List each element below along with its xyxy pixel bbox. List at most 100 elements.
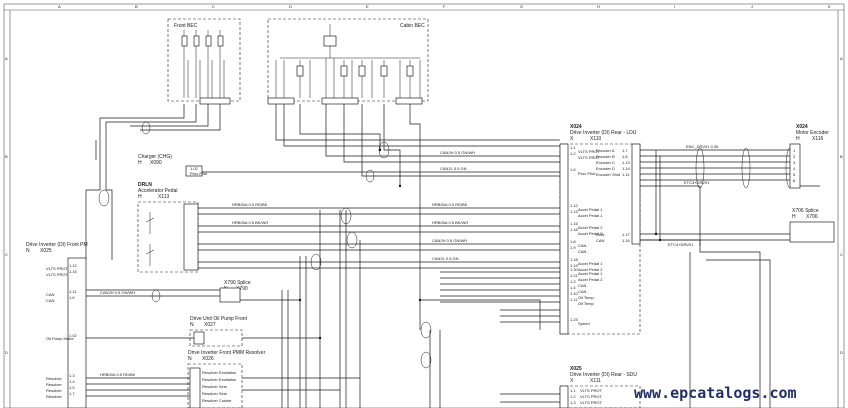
accel-conn: X113 <box>158 194 170 200</box>
resolver-front-conn: X026 <box>202 356 214 362</box>
di-front-pin-name: Resolver <box>46 382 62 387</box>
wire-label-can-h-top: CAN2H 0.5 GN/WH <box>440 150 475 155</box>
fuse-connectors <box>199 97 423 105</box>
ldu-pin-name: Prox Pilot <box>578 171 596 176</box>
encoder-pin-num: 2 <box>793 154 796 159</box>
ldu-pin-num: 1.18 <box>570 257 579 262</box>
column-label: D <box>289 4 292 9</box>
sdu-id: X <box>570 378 574 384</box>
ldu-id: X <box>570 136 574 142</box>
ldu-right-pin-num: 1.11 <box>622 172 630 177</box>
oil-pump-front: Drive Unit Oil Pump Front N X027 <box>189 316 248 347</box>
ldu-pin-name: Accel Pedal 2 <box>578 231 603 236</box>
resolver-pin-name: Resolver Excitation <box>202 370 236 375</box>
resolver-front: Drive Inverter Front PMM Resolver N X026… <box>187 350 266 408</box>
wire-label-encoder: ENC_DRV01 0.35 <box>686 144 719 149</box>
harness-wires <box>85 104 820 408</box>
ldu-pin-num: 1.10 <box>570 291 579 296</box>
ldu-right-pin-name: Encoder C <box>596 160 615 165</box>
ldu-pin-num: 1.20 <box>570 267 579 272</box>
column-label: I <box>674 4 675 9</box>
resolver-pin-name: Resolver Cosine <box>202 398 232 403</box>
ldu-right-pin-num: 1.16 <box>622 238 631 243</box>
resolver-pin-name: Resolver Sine <box>202 384 228 389</box>
di-front-conn: X025 <box>40 248 52 254</box>
column-label: H <box>597 4 600 9</box>
ldu-pin-name: CAN <box>578 283 587 288</box>
ldu-code: X024 <box>570 124 582 130</box>
row-label: A <box>5 56 8 61</box>
charger-title: Charger (CHG) <box>138 154 172 160</box>
wire-labels: HRB00A 0.5 RD/BK HRB05A 0.5 BK/WH HRB00A… <box>100 144 719 377</box>
ldu-right-pin-num: 1.17 <box>622 232 631 237</box>
ldu-pin-name: Accel Pedal 1 <box>578 261 603 266</box>
ldu-right-pin-name: Encoder A <box>596 148 615 153</box>
ldu-pin-name: Accel Pedal 1 <box>578 207 603 212</box>
di-front-pin-name: Resolver <box>46 394 62 399</box>
row-label: D <box>5 350 8 355</box>
ldu-title: Drive Inverter (DI) Rear - LDU <box>570 130 637 136</box>
wire-label-splice-a: ETC3+DRV01 <box>684 180 710 185</box>
accel-id: H <box>138 194 142 200</box>
ldu-right-pin-num: 1.8 <box>622 154 628 159</box>
ldu-right-pin-name: Encoder D <box>596 166 615 171</box>
ldu-right-pin-name: Encoder Shld <box>596 172 620 177</box>
ldu-pin-name: Accel Pedal 1 <box>578 213 603 218</box>
drive-inverter-rear-sdu: X025 Drive Inverter (DI) Rear - SDU X X1… <box>559 366 641 408</box>
ldu-pin-num: 1.8 <box>570 239 576 244</box>
ldu-right-pin-num: 1.13 <box>622 160 631 165</box>
accel-code: DRLN <box>138 182 152 188</box>
watermark: www.epcatalogs.com <box>634 384 797 402</box>
ldu-pin-num: 1.21 <box>570 273 579 278</box>
di-front-block <box>67 257 87 408</box>
di-front-pin-num: 1.5 <box>69 385 75 390</box>
encoder-title: Motor Encoder <box>796 130 829 136</box>
ldu-pin-num: 1.16 <box>570 227 579 232</box>
ldu-pin-num: 1.11 <box>570 297 578 302</box>
sdu-pin-num: 1.1 <box>570 388 576 393</box>
sdu-code: X025 <box>570 366 582 372</box>
encoder-pin-num: 1 <box>793 148 796 153</box>
drive-inverter-rear-ldu: X024 Drive Inverter (DI) Rear - LDU X X1… <box>559 124 641 335</box>
ldu-pin-num: 1.19 <box>570 263 579 268</box>
ldu-pin-num: 1.12 <box>570 203 579 208</box>
di-front-pin-num: 1.7 <box>69 391 75 396</box>
ldu-pin-name: VLTS PROT <box>578 155 600 160</box>
ldu-pin-name: Speed <box>578 321 590 326</box>
ldu-right-pin-num: 1.14 <box>622 166 631 171</box>
column-label: K <box>828 4 831 9</box>
ldu-right-strip <box>631 143 641 245</box>
di-front-pin-name: CAN <box>46 292 55 297</box>
wire-label-accel-1b: HRB00A 0.5 RD/BK <box>432 202 468 207</box>
ldu-pin-num: 1.2 <box>570 151 576 156</box>
splice-rear-title: X706 Splice <box>792 208 819 214</box>
di-front-pin-num: 1.02 <box>69 333 78 338</box>
resolver-front-id: N <box>188 356 192 362</box>
encoder-pin-num: 6 <box>793 178 796 183</box>
oil-pump-id: N <box>190 322 194 328</box>
charger-component: Charger (CHG) H X090 1.02 Prox Pilot <box>138 154 208 177</box>
wire-label-can-front: CAN2H 0.5 GN/WH <box>100 290 135 295</box>
cabin-bec-fuses <box>275 57 421 98</box>
splice-front-conn: X790 <box>236 286 248 292</box>
drive-inverter-front: Drive Inverter (DI) Front PM N X025 1.12… <box>26 242 88 408</box>
ldu-right-pin-name: CAN <box>596 238 605 243</box>
resolver-pin-name: Resolver Excitation <box>202 377 236 382</box>
splice-front: X790 Splice N X790 <box>219 280 251 303</box>
column-label: G <box>520 4 523 9</box>
sdu-pin-name: VLTS PROT <box>580 388 602 393</box>
di-front-pin-num: 1.4 <box>69 379 75 384</box>
di-front-pin-num: 1.15 <box>69 269 78 274</box>
wire-label-accel-2b: HRB05A 0.5 BK/WH <box>432 220 468 225</box>
splice-rear-conn: X706 <box>806 214 818 220</box>
di-front-title: Drive Inverter (DI) Front PM <box>26 242 88 248</box>
row-label-right: A <box>840 56 843 61</box>
ldu-pin-name: Accel Pedal 2 <box>578 277 603 282</box>
accel-title: Accelerator Pedal <box>138 188 177 194</box>
di-front-id: N <box>26 248 30 254</box>
ldu-pin-num: 1.3 <box>570 279 576 284</box>
di-front-pin-name: Resolver <box>46 376 62 381</box>
